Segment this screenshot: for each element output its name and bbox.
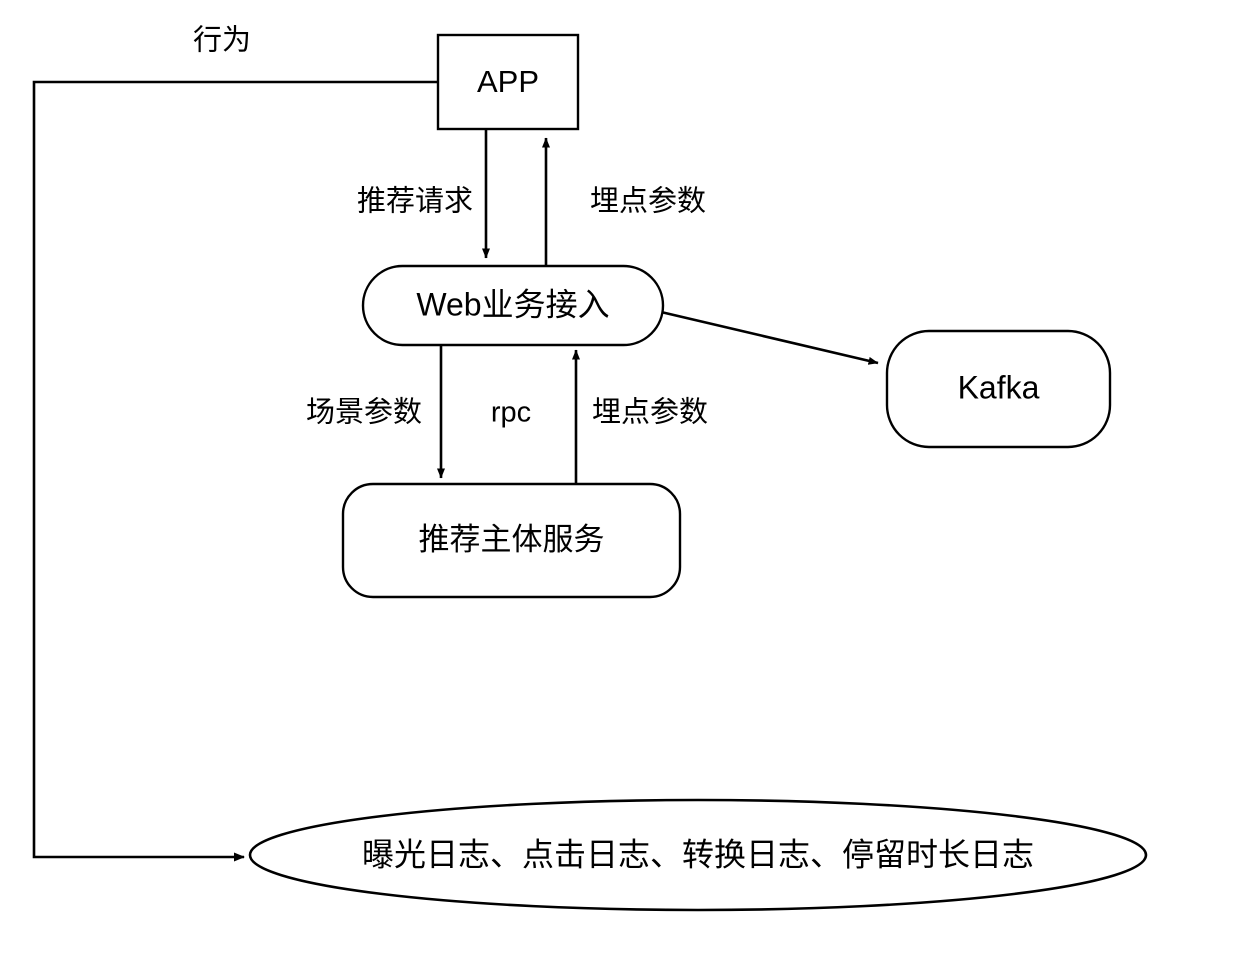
node-app-shape [436, 33, 580, 131]
node-recommend-service[interactable]: 推荐主体服务 [341, 482, 682, 599]
node-web-label: Web业务接入 [416, 286, 609, 322]
edge-label-recommend-request: 推荐请求 [357, 185, 473, 218]
node-kafka[interactable]: Kafka [885, 329, 1112, 449]
node-recommend-service-shape [341, 482, 682, 599]
edge-logs-to-app-path [32, 80, 438, 862]
edge-label-tracking-params-lower: 埋点参数 [592, 396, 708, 429]
edge-label-rpc: rpc [491, 397, 531, 429]
node-logs[interactable]: 曝光日志、点击日志、转换日志、停留时长日志 [248, 798, 1148, 912]
edge-label-behavior: 行为 [193, 24, 251, 57]
edge-label-scene-params: 场景参数 [306, 396, 422, 429]
edge-label-tracking-params-upper: 埋点参数 [590, 185, 706, 218]
node-kafka-shape [885, 329, 1112, 449]
node-app[interactable]: APP [436, 33, 580, 131]
node-logs-label: 曝光日志、点击日志、转换日志、停留时长日志 [362, 836, 1034, 872]
node-web[interactable]: Web业务接入 [361, 264, 665, 347]
node-web-shape [361, 264, 665, 347]
edge-web-to-kafka-path [660, 310, 879, 365]
node-app-label: APP [477, 64, 539, 99]
node-logs-shape [248, 798, 1148, 912]
node-kafka-label: Kafka [958, 369, 1040, 405]
node-recommend-service-label: 推荐主体服务 [419, 522, 605, 557]
